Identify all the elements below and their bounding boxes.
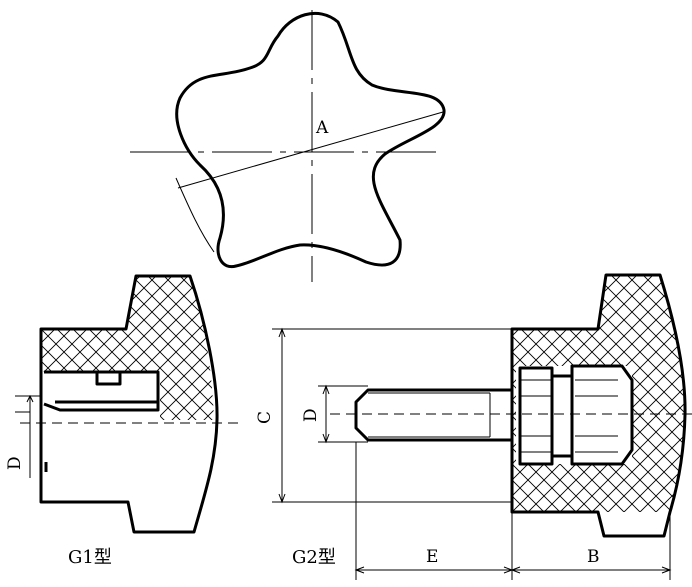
diameter-a-line [177, 111, 444, 189]
g1-bore [43, 370, 160, 412]
g1-hatched-body [41, 276, 214, 420]
g1-outline [39, 274, 219, 534]
star-knob-top-view: A [130, 10, 446, 282]
label-e: E [426, 547, 438, 567]
caption-g2: G2型 [292, 547, 336, 568]
label-a: A [315, 118, 329, 138]
caption-g1: G1型 [68, 547, 112, 568]
g1-thread-notch [95, 372, 122, 386]
star-outline [175, 11, 446, 269]
g1-section-view: D [5, 274, 240, 534]
label-c: C [255, 411, 275, 424]
g2-outline [510, 273, 687, 538]
g2-section-view: C D E B [255, 273, 692, 580]
label-d-left: D [5, 456, 25, 470]
g2-stud [354, 388, 512, 442]
label-b: B [587, 547, 600, 567]
diameter-a-arc [175, 177, 215, 253]
label-d-right: D [301, 408, 321, 422]
g2-insert [518, 366, 554, 466]
